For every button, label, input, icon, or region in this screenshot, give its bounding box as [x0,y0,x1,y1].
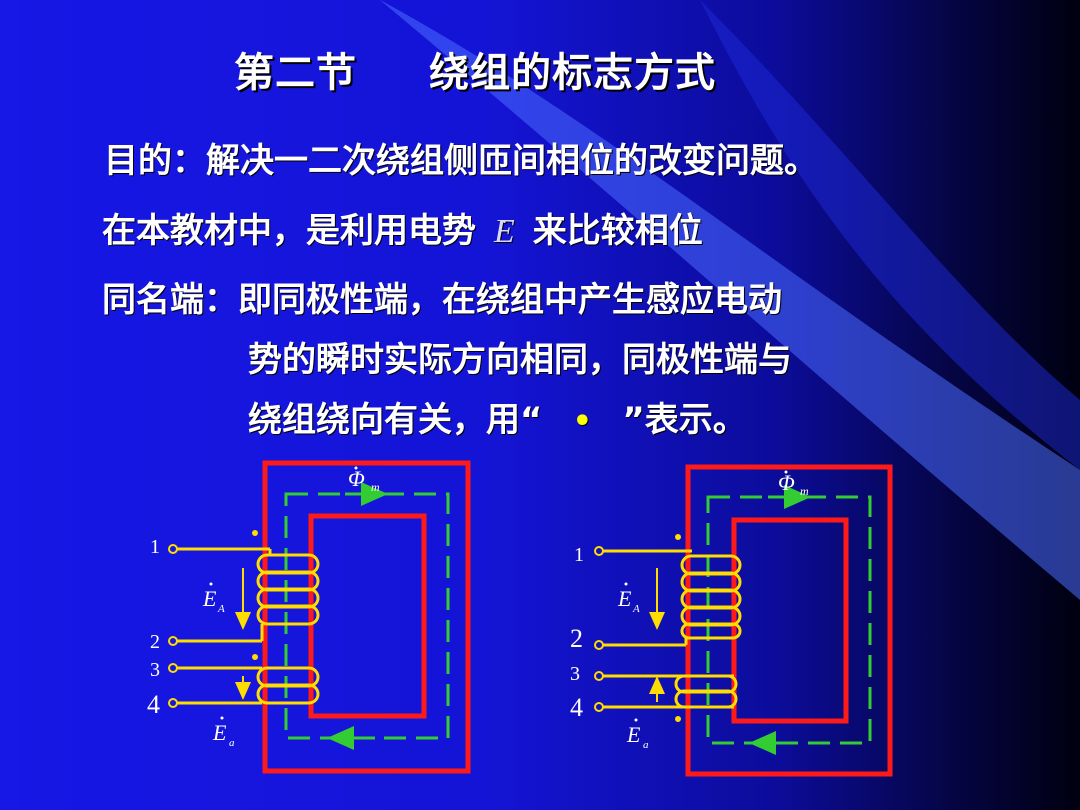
background-wedge-inner [700,0,1080,470]
right-terminal-4 [594,702,604,712]
right-core-window [731,517,849,724]
left-terminal-3 [168,663,178,673]
right-label-4: 4 [570,693,583,722]
left-terminal-4 [168,698,178,708]
right-primary-winding [680,554,742,640]
left-primary-winding [256,553,320,626]
emf-symbol: ·E [494,209,515,250]
slide-title: 第二节 绕组的标志方式 [234,40,716,98]
background-wedge [380,0,1080,600]
symbol-dot: · [500,209,509,234]
right-emf-secondary-label: E [626,722,641,747]
right-flux-sub: m [800,484,809,498]
right-label-1: 1 [574,544,584,566]
right-emf-primary-label: E [617,586,632,611]
left-emf-secondary-sub: a [229,737,235,749]
compare-line: 在本教材中，是利用电势 ·E 来比较相位 [102,203,703,252]
right-secondary-winding [674,674,738,709]
left-label-1: 1 [150,536,160,558]
left-core-window [308,513,427,719]
left-emf-primary-label: E [202,586,217,611]
left-label-2: 2 [150,631,160,653]
left-terminal-1 [168,544,178,554]
compare-suffix: 来比较相位 [532,211,703,251]
left-dot-secondary [252,654,258,660]
left-terminal-2 [168,636,178,646]
left-core-outer [262,460,471,774]
left-label-4: 4 [147,690,160,719]
right-terminal-3 [594,671,604,681]
left-diagram: Φ m 1 2 3 4 E [147,460,471,774]
right-label-3: 3 [570,663,580,685]
left-dot-primary [252,530,258,536]
right-emf-primary-sub: A [632,603,640,615]
right-dot-primary [675,534,681,540]
left-emf-primary-sub: A [217,603,225,615]
left-label-3: 3 [150,659,160,681]
left-secondary-winding [256,666,320,705]
left-flux-sub: m [371,480,380,494]
title-section: 第二节 [234,50,357,96]
right-label-2: 2 [570,624,583,653]
left-flux-label: Φ [348,466,365,491]
right-emf-secondary-sub: a [643,739,649,751]
right-core-outer [685,464,893,777]
right-dot-secondary [675,716,681,722]
right-diagram: Φ m 1 2 3 4 E A [570,464,893,777]
same-name-line-1: 同名端：即同极性端，在绕组中产生感应电动 [102,280,782,320]
right-terminal-1 [594,546,604,556]
right-flux-label: Φ [778,470,795,495]
polarity-dot-symbol: • [572,404,592,439]
purpose-line: 目的：解决一二次绕组侧匝间相位的改变问题。 [104,141,818,181]
same-name-line-2: 势的瞬时实际方向相同，同极性端与 [248,340,792,380]
title-topic: 绕组的标志方式 [429,50,716,96]
same-name-line-3: 绕组绕向有关，用“•”表示。 [248,400,747,440]
left-emf-secondary-label: E [212,720,227,745]
right-terminal-2 [594,640,604,650]
compare-prefix: 在本教材中，是利用电势 [102,211,476,251]
